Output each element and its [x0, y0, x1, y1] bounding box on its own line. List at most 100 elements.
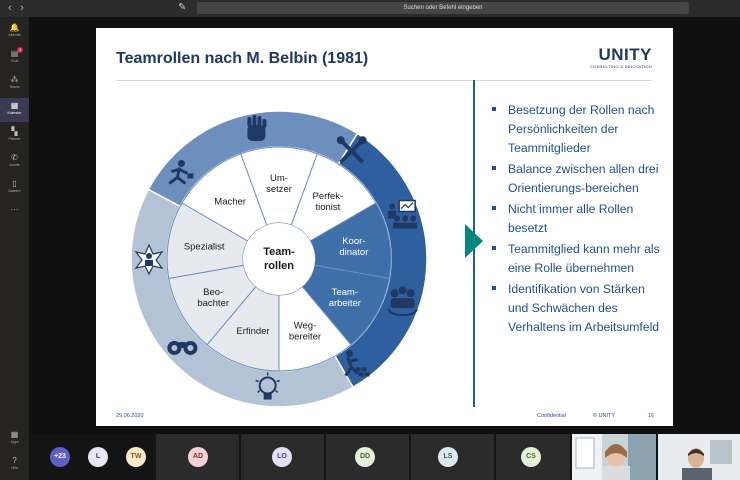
center-label-line1: Team-	[263, 246, 295, 258]
sidebar-item-label: Aktivität	[8, 33, 21, 37]
bullet-item: Teammitglied kann mehr als eine Rolle üb…	[490, 240, 662, 278]
sidebar-item-label: Chat	[10, 59, 19, 63]
sidebar-item-label: Teams	[9, 85, 20, 89]
sidebar-item-label: Hilfe	[10, 466, 18, 470]
bullet-text: Teammitglied kann mehr als eine Rolle üb…	[508, 242, 660, 275]
bullet-text: Besetzung der Rollen nach Persönlichkeit…	[508, 103, 655, 155]
raised-hand-icon	[247, 114, 267, 141]
bullet-square-icon	[492, 107, 496, 111]
running-figure-icon	[168, 159, 194, 185]
chat-icon: ▤	[10, 49, 19, 58]
role-label: Erfinder	[236, 326, 269, 337]
bullet-square-icon	[492, 166, 496, 170]
bullet-text: Nicht immer alle Rollen besetzt	[508, 202, 634, 235]
apps-icon: ▦	[10, 430, 19, 439]
phone-icon: ✆	[11, 153, 18, 162]
compose-icon[interactable]: ✎	[178, 2, 187, 13]
sidebar-item-hilfe[interactable]: ?Hilfe	[0, 453, 29, 477]
calendar-icon: ▦	[10, 101, 19, 110]
team-icon	[387, 286, 418, 317]
role-label: Weg-	[294, 320, 317, 331]
sidebar-item-label: Apps	[10, 440, 19, 444]
unread-badge: 3	[17, 47, 23, 53]
back-button[interactable]: ‹	[8, 2, 12, 14]
role-label: tionist	[315, 202, 340, 213]
participant-gallery: +23 L TW AD LO DD LS CS	[29, 434, 740, 480]
role-label: Perfek-	[313, 191, 344, 202]
search-input[interactable]: Suchen oder Befehl eingeben	[197, 2, 689, 14]
role-label: Spezialist	[184, 241, 225, 252]
tools-icon	[336, 136, 367, 164]
bullet-item: Besetzung der Rollen nach Persönlichkeit…	[490, 101, 662, 158]
sidebar-item-anrufe[interactable]: ✆Anrufe	[0, 150, 29, 174]
footer-confidential: Confidential	[537, 413, 567, 419]
sidebar-item-apps[interactable]: ▦Apps	[0, 427, 29, 451]
sidebar-item-dateien[interactable]: ▯Dateien	[0, 176, 29, 200]
sidebar-item-label: Planner	[8, 137, 21, 141]
role-label: Macher	[214, 196, 246, 207]
bullet-item: Identifikation von Stärken und Schwächen…	[490, 280, 662, 337]
sidebar-item-label: Anrufe	[9, 163, 20, 167]
participant-avatar[interactable]: AD	[188, 447, 208, 467]
role-label: bachter	[197, 298, 229, 309]
role-label: Um-	[270, 173, 288, 184]
sidebar-item-planner[interactable]: ▚Planner	[0, 124, 29, 148]
sidebar-item-kalender[interactable]: ▦Kalender	[0, 98, 29, 122]
binoculars-icon	[167, 340, 198, 355]
title-bar: ‹ › ✎ Suchen oder Befehl eingeben	[0, 0, 740, 17]
title-divider	[116, 80, 652, 81]
role-label: Team-	[332, 287, 358, 298]
climbing-figure-icon	[344, 349, 370, 377]
bullet-item: Balance zwischen allen drei Orientierung…	[490, 160, 662, 198]
bullet-square-icon	[492, 206, 496, 210]
help-icon: ?	[12, 456, 17, 465]
sidebar-item-chat[interactable]: ▤Chat 3	[0, 46, 29, 70]
sheriff-star-icon	[134, 243, 164, 276]
participant-video[interactable]	[658, 434, 740, 480]
center-circle	[243, 223, 315, 295]
shared-slide: Teamrollen nach M. Belbin (1981) UNITY C…	[96, 28, 673, 426]
participant-video[interactable]	[572, 434, 656, 480]
sidebar-item-label: Dateien	[8, 189, 21, 193]
footer-date: 29.06.2020	[116, 413, 144, 419]
bullet-item: Nicht immer alle Rollen besetzt	[490, 200, 662, 238]
role-label: dinator	[339, 247, 368, 258]
forward-button[interactable]: ›	[20, 2, 24, 14]
sidebar-item-more[interactable]: ···	[0, 202, 29, 226]
role-label: bereiter	[289, 331, 321, 342]
team-roles-wheel: Um-setzerPerfek-tionistKoor-dinatorTeam-…	[130, 97, 461, 408]
bullet-text: Balance zwischen allen drei Orientierung…	[508, 162, 659, 195]
participant-avatar[interactable]: CS	[521, 447, 541, 467]
bullet-square-icon	[492, 286, 496, 290]
bell-icon: 🔔	[9, 23, 20, 32]
more-participants-button[interactable]: +23	[50, 447, 70, 467]
bullet-list: Besetzung der Rollen nach Persönlichkeit…	[490, 101, 662, 339]
presentation-icon	[388, 199, 418, 229]
sidebar-item-aktivität[interactable]: 🔔Aktivität	[0, 20, 29, 44]
slide-title: Teamrollen nach M. Belbin (1981)	[116, 50, 369, 67]
participant-avatar[interactable]: L	[88, 447, 108, 467]
role-label: Koor-	[342, 236, 365, 247]
area-label-kommunikation: Kommunikation	[433, 192, 460, 287]
arrow-right-icon	[465, 224, 483, 258]
sidebar-item-label: Kalender	[7, 111, 22, 115]
bullet-text: Identifikation von Stärken und Schwächen…	[508, 282, 660, 334]
role-label: arbeiter	[329, 298, 361, 309]
sidebar-item-teams[interactable]: ⁂Teams	[0, 72, 29, 96]
participant-avatar[interactable]: LS	[438, 447, 458, 467]
participant-avatar[interactable]: LO	[272, 447, 292, 467]
company-logo: UNITY CONSULTING & INNOVATION	[589, 45, 652, 70]
participant-avatar[interactable]: TW	[126, 447, 146, 467]
footer-company: © UNITY	[593, 413, 616, 419]
planner-icon: ▚	[11, 127, 18, 136]
teams-icon: ⁂	[10, 75, 19, 84]
participant-avatar[interactable]: DD	[355, 447, 375, 467]
footer-page-number: 16	[648, 413, 655, 419]
role-label: Beo-	[203, 287, 223, 298]
more-icon: ···	[10, 205, 19, 214]
lightbulb-icon	[255, 372, 280, 400]
logo-name: UNITY	[598, 45, 652, 64]
logo-tagline: CONSULTING & INNOVATION	[589, 64, 652, 69]
role-label: setzer	[266, 184, 292, 195]
